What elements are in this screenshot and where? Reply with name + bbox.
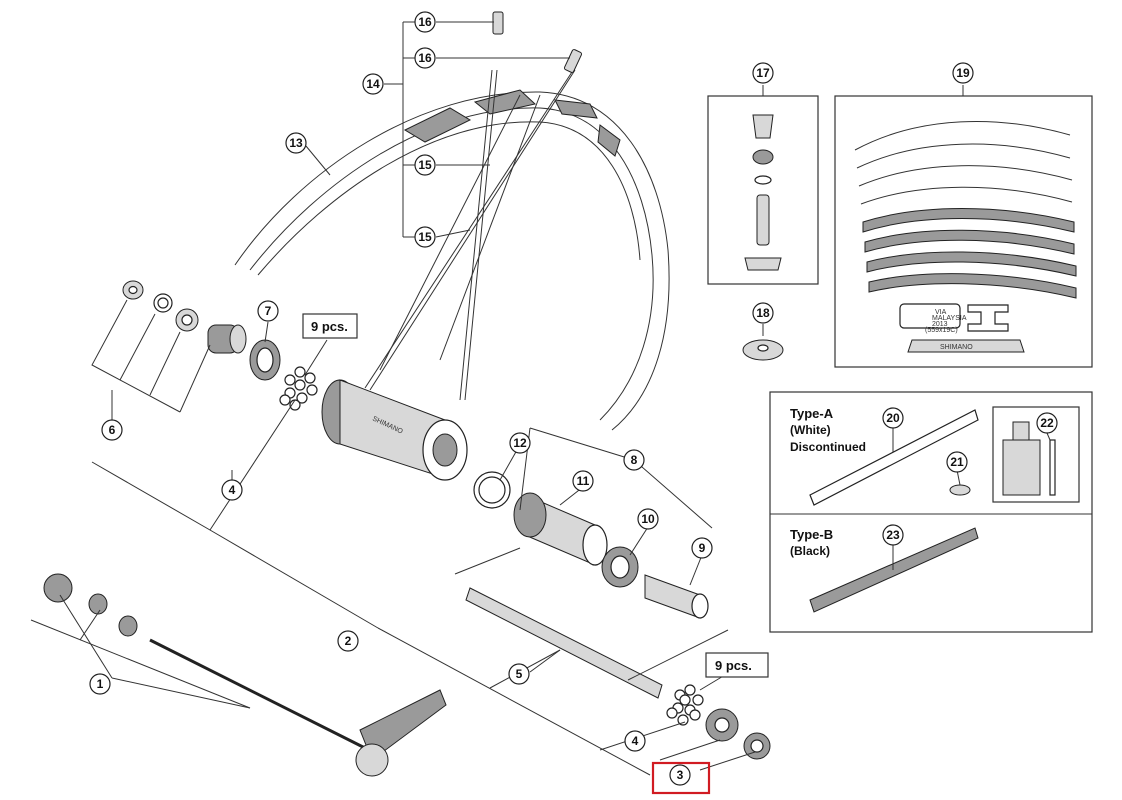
spoke-nipples [492,11,583,73]
callout-18: 18 [752,302,774,324]
callout-13: 13 [285,132,307,154]
svg-text:2: 2 [345,634,352,648]
callout-6: 6 [101,419,123,441]
callout-3: 3 [669,764,691,786]
left-bearing-parts [122,280,281,381]
callout-20: 20 [882,407,904,429]
svg-text:10: 10 [641,512,655,526]
callout-9: 9 [691,537,713,559]
svg-text:(559x19C): (559x19C) [925,327,958,334]
leader-lines [30,21,756,776]
hub-body: SHIMANO [321,379,468,481]
svg-text:21: 21 [950,455,964,469]
svg-text:22: 22 [1040,416,1054,430]
valve-adapter [742,324,784,361]
svg-text:VIA: VIA [935,309,947,316]
callout-7: 7 [257,300,279,322]
callout-17: 17 [752,62,774,84]
axle [465,587,663,699]
type-a-title: Type-A [790,406,834,421]
svg-text:19: 19 [956,66,970,80]
type-b-title: Type-B [790,527,833,542]
callout-16b: 16 [414,47,436,69]
callout-12: 12 [509,432,531,454]
svg-text:7: 7 [265,304,272,318]
callout-1: 1 [89,673,111,695]
highlight-box-part-3 [651,761,711,795]
rear-bearing-balls [666,684,704,726]
svg-text:4: 4 [632,734,639,748]
svg-text:4: 4 [229,483,236,497]
svg-text:15: 15 [418,230,432,244]
callout-14: 14 [362,73,384,95]
svg-text:MALAYSIA: MALAYSIA [932,315,967,322]
svg-text:20: 20 [886,411,900,425]
svg-text:18: 18 [756,306,770,320]
type-a-status: Discontinued [790,440,866,454]
svg-text:1: 1 [97,677,104,691]
callout-10: 10 [637,508,659,530]
callout-16a: 16 [414,11,436,33]
svg-text:SHIMANO: SHIMANO [940,344,973,351]
callout-4b: 4 [624,730,646,752]
svg-text:6: 6 [109,423,116,437]
callout-22: 22 [1036,412,1058,434]
svg-text:9: 9 [699,541,706,555]
svg-text:14: 14 [366,77,380,91]
svg-text:9 pcs.: 9 pcs. [311,319,348,334]
callout-15b: 15 [414,226,436,248]
svg-text:2013: 2013 [932,321,948,328]
quick-release [43,573,447,777]
qty-label-front: 9 pcs. [302,313,358,339]
freehub-parts [473,471,709,619]
callout-8: 8 [623,449,645,471]
svg-text:13: 13 [289,136,303,150]
svg-text:16: 16 [418,51,432,65]
svg-text:23: 23 [886,528,900,542]
callout-2: 2 [337,630,359,652]
callout-4a: 4 [221,479,243,501]
callout-5: 5 [508,663,530,685]
type-a-color: (White) [790,423,831,437]
svg-text:3: 3 [677,768,684,782]
rim [234,89,670,431]
callout-19: 19 [952,62,974,84]
callout-11: 11 [572,470,594,492]
front-bearing-balls [279,366,318,411]
right-cone-locknut [705,708,771,760]
svg-text:8: 8 [631,453,638,467]
svg-text:5: 5 [516,667,523,681]
callout-23: 23 [882,524,904,546]
callout-21: 21 [946,451,968,473]
svg-text:12: 12 [513,436,527,450]
callout-15a: 15 [414,154,436,176]
spokes [364,69,576,401]
svg-text:9 pcs.: 9 pcs. [715,658,752,673]
tape-panel: Type-A (White) Discontinued Type-B (Blac… [769,391,1093,633]
decal-panel: VIA MALAYSIA 2013 (559x19C) SHIMANO [834,85,1093,368]
svg-text:16: 16 [418,15,432,29]
qty-label-rear: 9 pcs. [705,652,769,678]
svg-text:17: 17 [756,66,770,80]
svg-text:15: 15 [418,158,432,172]
valve-panel [707,85,819,285]
svg-text:11: 11 [577,474,590,488]
type-b-color: (Black) [790,544,830,558]
